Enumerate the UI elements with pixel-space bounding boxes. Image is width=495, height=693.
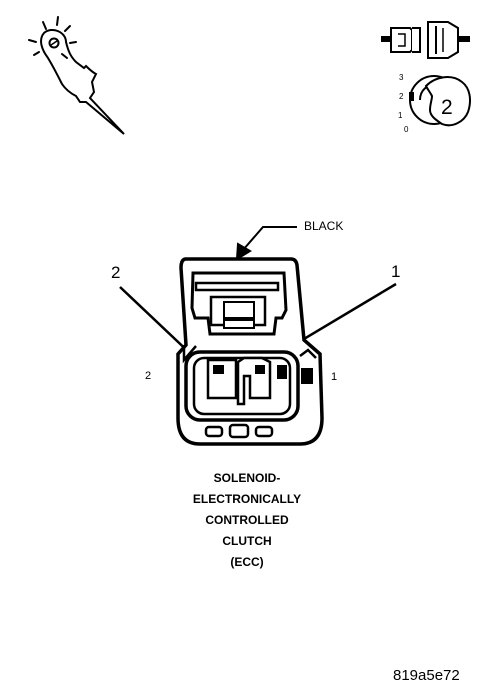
pin-leader-label-1: 1 bbox=[391, 262, 401, 281]
caption-line: CONTROLLED bbox=[205, 513, 289, 527]
connector-view-icon bbox=[381, 21, 470, 59]
cavity-label-2: 2 bbox=[145, 370, 152, 382]
pin-leader-label-2: 2 bbox=[111, 263, 121, 282]
black-label-arrow bbox=[235, 226, 297, 261]
caption-line: ELECTRONICALLY bbox=[192, 492, 302, 506]
caption-line: CLUTCH bbox=[222, 534, 272, 548]
cavity-label-1: 1 bbox=[331, 371, 338, 383]
component-caption: SOLENOID- ELECTRONICALLY CONTROLLED CLUT… bbox=[147, 468, 347, 573]
ignition-key-icon bbox=[409, 75, 471, 127]
key-position-0: 0 bbox=[404, 125, 409, 134]
key-position-1: 1 bbox=[398, 111, 403, 120]
key-position-3: 3 bbox=[399, 73, 404, 82]
color-label: BLACK bbox=[304, 219, 344, 233]
caption-line: SOLENOID- bbox=[213, 471, 281, 485]
caption-line: (ECC) bbox=[230, 555, 264, 569]
figure-id: 819a5e72 bbox=[393, 667, 460, 684]
key-badge-number: 2 bbox=[441, 96, 453, 119]
test-probe-icon bbox=[28, 16, 125, 135]
connector-body bbox=[176, 257, 324, 446]
key-position-2: 2 bbox=[399, 92, 404, 101]
